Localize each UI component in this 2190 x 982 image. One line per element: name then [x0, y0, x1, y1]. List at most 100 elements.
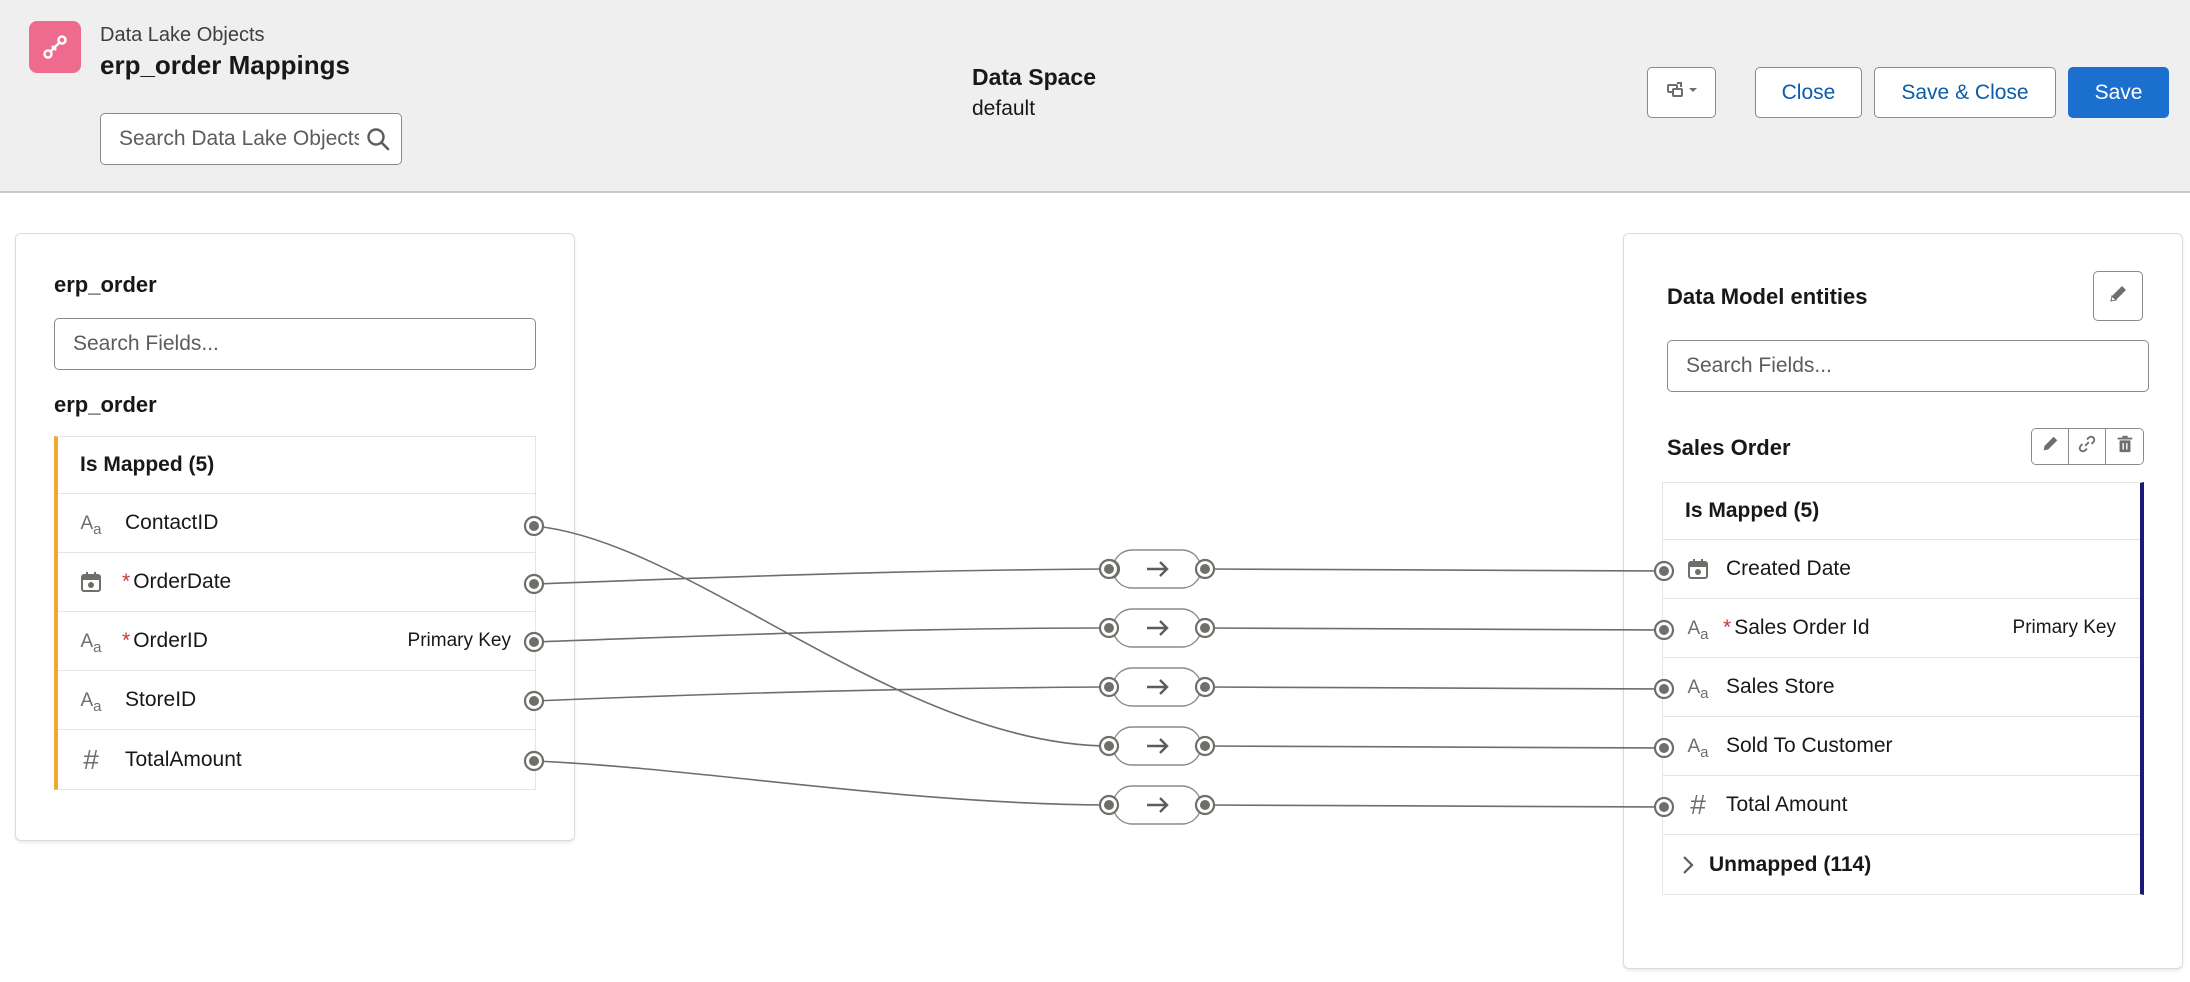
source-field-row[interactable]: Aa StoreID [58, 671, 535, 730]
hash-icon: # [83, 743, 99, 775]
edit-entity-button[interactable] [2032, 429, 2069, 464]
primary-key-label: Primary Key [407, 630, 511, 651]
transform-node[interactable] [1112, 549, 1202, 589]
arrow-right-icon [1147, 561, 1169, 577]
target-handle[interactable] [1653, 560, 1675, 582]
transform-node[interactable] [1112, 726, 1202, 766]
transform-input-port[interactable] [1098, 794, 1120, 816]
target-field-name: Sold To Customer [1726, 734, 1893, 757]
connector-sold-to-customer [1204, 745, 1665, 749]
text-type-icon: Aa [80, 512, 102, 538]
breadcrumb: Data Lake Objects [100, 24, 265, 46]
source-mapped-group-header: Is Mapped (5) [58, 437, 535, 494]
page-title: erp_order Mappings [100, 50, 350, 80]
transform-input-port[interactable] [1098, 617, 1120, 639]
target-handle[interactable] [1653, 619, 1675, 641]
target-field-row[interactable]: # Total Amount [1663, 776, 2140, 835]
source-handle[interactable] [523, 750, 545, 772]
entity-actions-group [2031, 428, 2144, 465]
source-handle[interactable] [523, 631, 545, 653]
target-handle[interactable] [1653, 678, 1675, 700]
text-type-icon: Aa [1687, 676, 1709, 702]
link-icon [2077, 434, 2097, 459]
arrow-right-icon [1147, 620, 1169, 636]
source-field-row[interactable]: Aa ContactID [58, 494, 535, 553]
data-space-value: default [972, 97, 1036, 120]
arrow-right-icon [1147, 738, 1169, 754]
unmapped-group-toggle[interactable]: Unmapped (114) [1663, 835, 2140, 894]
source-field-list: Is Mapped (5) Aa ContactID *OrderDate Aa… [54, 436, 536, 790]
target-panel-title: Data Model entities [1667, 284, 1868, 309]
target-field-row[interactable]: Aa Sold To Customer [1663, 717, 2140, 776]
save-button[interactable]: Save [2068, 67, 2169, 118]
source-field-row[interactable]: Aa *OrderID Primary Key [58, 612, 535, 671]
calendar-icon [76, 567, 106, 597]
save-close-button[interactable]: Save & Close [1874, 67, 2056, 118]
transform-node[interactable] [1112, 667, 1202, 707]
target-handle[interactable] [1653, 737, 1675, 759]
transform-node[interactable] [1112, 608, 1202, 648]
transform-input-port[interactable] [1098, 676, 1120, 698]
source-field-search[interactable] [54, 318, 536, 370]
source-field-name: TotalAmount [125, 747, 242, 771]
data-lake-search-input[interactable] [119, 114, 359, 164]
source-panel-title: erp_order [54, 272, 157, 297]
pencil-icon [2040, 434, 2060, 459]
source-handle[interactable] [523, 690, 545, 712]
connector-totalamount [533, 760, 1110, 806]
connector-storeid [533, 686, 1110, 702]
target-field-search-input[interactable] [1686, 341, 2118, 391]
transform-output-port[interactable] [1194, 558, 1216, 580]
target-field-row[interactable]: Aa Sales Store [1663, 658, 2140, 717]
chevron-right-icon [1681, 855, 1695, 881]
target-field-name: Created Date [1726, 557, 1851, 580]
mapping-link-icon [29, 21, 81, 73]
hash-icon: # [1690, 789, 1706, 820]
close-button[interactable]: Close [1755, 67, 1862, 118]
transform-input-port[interactable] [1098, 558, 1120, 580]
connector-sales-store [1204, 686, 1665, 690]
unmapped-group-label: Unmapped (114) [1709, 852, 1872, 876]
transform-input-port[interactable] [1098, 735, 1120, 757]
target-field-row[interactable]: Aa *Sales Order Id Primary Key [1663, 599, 2140, 658]
header-bar: Data Lake Objects erp_order Mappings Dat… [0, 0, 2190, 193]
connector-orderdate [533, 568, 1110, 585]
transform-output-port[interactable] [1194, 617, 1216, 639]
text-type-icon: Aa [1687, 735, 1709, 761]
target-field-name: Total Amount [1726, 793, 1848, 816]
search-icon[interactable] [365, 126, 391, 157]
source-field-row[interactable]: *OrderDate [58, 553, 535, 612]
connector-total-amount [1204, 804, 1665, 808]
source-field-name: *OrderDate [122, 570, 232, 593]
transform-output-port[interactable] [1194, 794, 1216, 816]
text-type-icon: Aa [80, 689, 102, 715]
transform-output-port[interactable] [1194, 676, 1216, 698]
source-field-search-input[interactable] [73, 319, 505, 369]
connector-sales-order-id [1204, 627, 1665, 631]
connector-contactid [533, 525, 1110, 747]
target-field-search[interactable] [1667, 340, 2149, 392]
data-lake-search[interactable] [100, 113, 402, 165]
link-entity-button[interactable] [2069, 429, 2106, 464]
transform-node[interactable] [1112, 785, 1202, 825]
target-field-row[interactable]: Created Date [1663, 540, 2140, 599]
target-object-name: Sales Order [1667, 435, 1791, 460]
text-type-icon: Aa [80, 630, 102, 656]
data-space-label: Data Space [972, 64, 1097, 90]
view-menu-button[interactable] [1647, 67, 1716, 118]
text-type-icon: Aa [1687, 617, 1709, 643]
source-field-name: *OrderID [122, 629, 208, 652]
edit-entities-button[interactable] [2093, 271, 2143, 321]
source-field-name: ContactID [125, 511, 219, 534]
pencil-icon [2107, 283, 2129, 310]
source-object-name: erp_order [54, 392, 157, 417]
target-mapped-group-header: Is Mapped (5) [1663, 483, 2140, 540]
source-handle[interactable] [523, 515, 545, 537]
target-field-list: Is Mapped (5) Created Date Aa *Sales Ord… [1662, 482, 2144, 895]
transform-output-port[interactable] [1194, 735, 1216, 757]
source-handle[interactable] [523, 573, 545, 595]
target-handle[interactable] [1653, 796, 1675, 818]
arrow-right-icon [1147, 679, 1169, 695]
source-field-row[interactable]: # TotalAmount [58, 730, 535, 789]
delete-entity-button[interactable] [2106, 429, 2143, 464]
